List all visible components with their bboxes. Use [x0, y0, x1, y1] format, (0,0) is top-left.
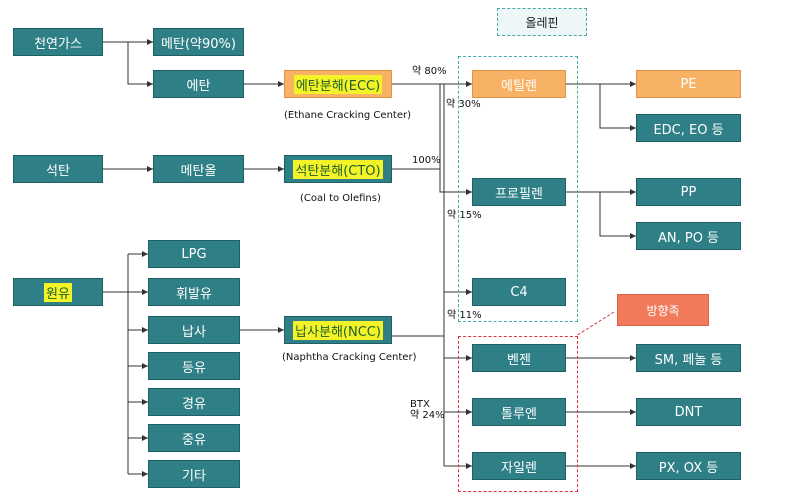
node-natural-gas: 천연가스	[13, 28, 103, 56]
node-sm-phenol: SM, 페놀 등	[636, 344, 741, 372]
node-cto: 석탄분해(CTO)	[284, 155, 392, 183]
node-coal: 석탄	[13, 155, 103, 183]
node-heavy-oil: 중유	[148, 424, 240, 452]
aromatics-group-frame	[458, 336, 578, 492]
caption-ncc: (Naphtha Cracking Center)	[282, 352, 417, 363]
node-an-po: AN, PO 등	[636, 222, 741, 250]
pct-ecc-ethylene: 약 80%	[412, 66, 447, 77]
node-pe: PE	[636, 70, 741, 98]
node-dnt: DNT	[636, 398, 741, 426]
node-px-ox: PX, OX 등	[636, 452, 741, 480]
pct-btx: 약 24%	[410, 410, 445, 421]
node-ncc-label: 납사분해(NCC)	[293, 320, 383, 340]
aromatics-group-label: 방향족	[617, 294, 709, 326]
node-methane: 메탄(약90%)	[153, 28, 244, 56]
node-crude-oil-label: 원유	[44, 282, 72, 302]
node-toluene: 톨루엔	[472, 398, 566, 426]
node-pp: PP	[636, 178, 741, 206]
node-xylene: 자일렌	[472, 452, 566, 480]
node-propylene: 프로필렌	[472, 178, 566, 206]
olefin-group-label: 올레핀	[497, 8, 587, 36]
node-diesel: 경유	[148, 388, 240, 416]
node-cto-label: 석탄분해(CTO)	[293, 159, 383, 179]
node-methanol: 메탄올	[153, 155, 244, 183]
node-ncc: 납사분해(NCC)	[284, 316, 392, 344]
node-ethane: 에탄	[153, 70, 244, 98]
olefin-group-frame	[458, 56, 578, 322]
node-benzene: 벤젠	[472, 344, 566, 372]
node-c4: C4	[472, 278, 566, 306]
pct-btx-label: BTX	[410, 399, 430, 410]
pct-ncc-c4: 약 11%	[447, 310, 482, 321]
node-gasoline: 휘발유	[148, 278, 240, 306]
node-ethylene: 에틸렌	[472, 70, 566, 98]
caption-cto: (Coal to Olefins)	[300, 193, 381, 204]
node-naphtha: 납사	[148, 316, 240, 344]
pct-cto: 100%	[412, 155, 441, 166]
pct-ecc-propylene: 약 30%	[446, 99, 481, 110]
node-edc-eo: EDC, EO 등	[636, 114, 741, 142]
node-lpg: LPG	[148, 240, 240, 268]
node-ecc-label: 에탄분해(ECC)	[293, 74, 383, 94]
node-other: 기타	[148, 460, 240, 488]
node-crude-oil: 원유	[13, 278, 103, 306]
caption-ecc: (Ethane Cracking Center)	[284, 110, 411, 121]
pct-ncc-propylene: 약 15%	[447, 210, 482, 221]
node-kerosene: 등유	[148, 352, 240, 380]
node-ecc: 에탄분해(ECC)	[284, 70, 392, 98]
